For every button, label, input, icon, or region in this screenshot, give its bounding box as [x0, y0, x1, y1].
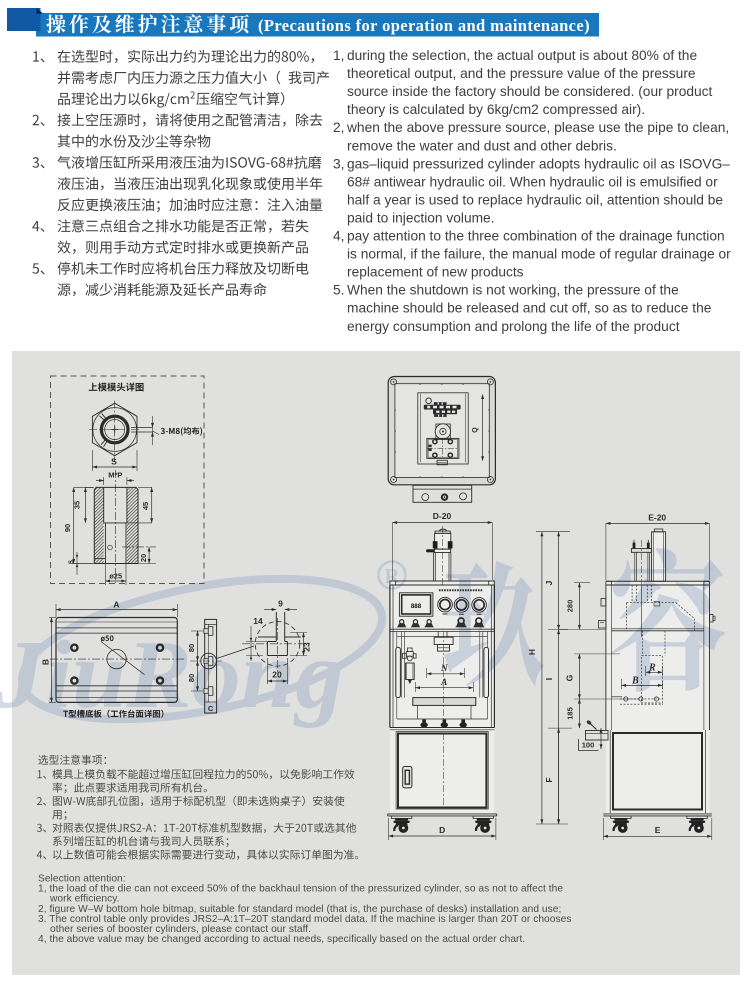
svg-text:2,: 2, [333, 120, 344, 135]
svg-text:ø25: ø25 [109, 572, 122, 581]
svg-text:5.: 5. [333, 283, 344, 298]
svg-text:A: A [113, 600, 119, 610]
svg-text:Selection attention:: Selection attention: [38, 873, 126, 884]
svg-text:9: 9 [278, 599, 283, 609]
svg-text:Q: Q [472, 427, 479, 433]
svg-text:100: 100 [582, 741, 595, 750]
svg-text:JiuRong: JiuRong [0, 621, 344, 729]
svg-text:when the above pressure source: when the above pressure source, please u… [346, 120, 729, 135]
svg-text:D: D [439, 825, 445, 835]
svg-text:E-20: E-20 [648, 513, 666, 523]
svg-text:45: 45 [141, 502, 150, 510]
svg-text:23: 23 [302, 642, 312, 652]
svg-text:is normal, if the failure, the: is normal, if the failure, the manual mo… [347, 247, 731, 262]
svg-text:185: 185 [566, 707, 575, 720]
svg-text:G: G [565, 674, 575, 681]
svg-text:1, the load of the die can not: 1, the load of the die can not exceed 50… [38, 883, 563, 894]
svg-text:R: R [648, 663, 656, 674]
svg-text:20: 20 [272, 670, 282, 680]
svg-text:during the selection, the actu: during the selection, the actual output … [347, 48, 697, 63]
svg-text:N: N [440, 663, 448, 673]
svg-text:When the shutdown is not worki: When the shutdown is not working, the pr… [347, 283, 679, 298]
svg-text:H: H [527, 649, 537, 655]
svg-text:remove the water and dust and: remove the water and dust and other debr… [347, 138, 617, 153]
svg-text:4,: 4, [333, 229, 344, 244]
svg-text:80: 80 [187, 674, 196, 682]
svg-text:888: 888 [411, 603, 422, 610]
svg-text:M*P: M*P [108, 471, 122, 480]
svg-text:1,: 1, [333, 48, 344, 63]
svg-text:68# antiwear hydraulic oil. Wh: 68# antiwear hydraulic oil. When hydraul… [347, 174, 718, 189]
svg-text:B: B [631, 676, 639, 687]
svg-text:half a year is used to replace: half a year is used to replace hydraulic… [347, 192, 723, 207]
svg-text:A: A [440, 677, 447, 687]
svg-text:other series of booster cylind: other series of booster cylinders, pleas… [50, 924, 311, 935]
svg-text:2, figure W–W bottom hole bitm: 2, figure W–W bottom hole bitmap, suitab… [38, 904, 561, 915]
svg-text:280: 280 [566, 600, 575, 613]
svg-text:D-20: D-20 [433, 511, 452, 521]
svg-text:energy consumption and prolong: energy consumption and prolong the life … [347, 319, 680, 334]
svg-text:paid to injection volume.: paid to injection volume. [347, 210, 495, 225]
svg-text:source inside the factory shou: source inside the factory should be cons… [347, 84, 713, 99]
svg-text:B: B [41, 659, 51, 665]
svg-text:35: 35 [73, 501, 82, 509]
svg-text:3,: 3, [333, 156, 344, 171]
svg-text:80: 80 [187, 644, 196, 652]
svg-text:theoretical output, and the pr: theoretical output, and the pressure val… [347, 66, 696, 81]
svg-text:3. The control table only prov: 3. The control table only provides JRS2–… [38, 914, 572, 925]
svg-text:work efficiency.: work efficiency. [49, 894, 120, 905]
svg-text:5: 5 [69, 560, 76, 564]
svg-text:I: I [544, 678, 554, 680]
svg-text:E: E [655, 825, 661, 835]
svg-text:20: 20 [139, 554, 148, 562]
svg-text:14: 14 [253, 616, 263, 626]
svg-text:S: S [111, 457, 117, 467]
svg-text:F: F [544, 777, 554, 782]
svg-text:4, the above value may be chan: 4, the above value may be changed accord… [38, 934, 525, 945]
svg-text:90: 90 [63, 524, 72, 532]
svg-text:replacement of new products: replacement of new products [347, 265, 524, 280]
svg-text:(Precautions for operation and: (Precautions for operation and maintenan… [258, 16, 590, 35]
svg-text:machine should be released and: machine should be released and cut off, … [347, 301, 712, 316]
svg-text:gas–liquid pressurized cylinde: gas–liquid pressurized cylinder adopts h… [347, 156, 730, 171]
svg-text:C: C [208, 704, 214, 713]
svg-text:pay attention to the three com: pay attention to the three combination o… [347, 229, 725, 244]
svg-text:theory is calculated by 6kg/cm: theory is calculated by 6kg/cm2 compress… [347, 102, 645, 117]
svg-text:J: J [544, 580, 554, 585]
